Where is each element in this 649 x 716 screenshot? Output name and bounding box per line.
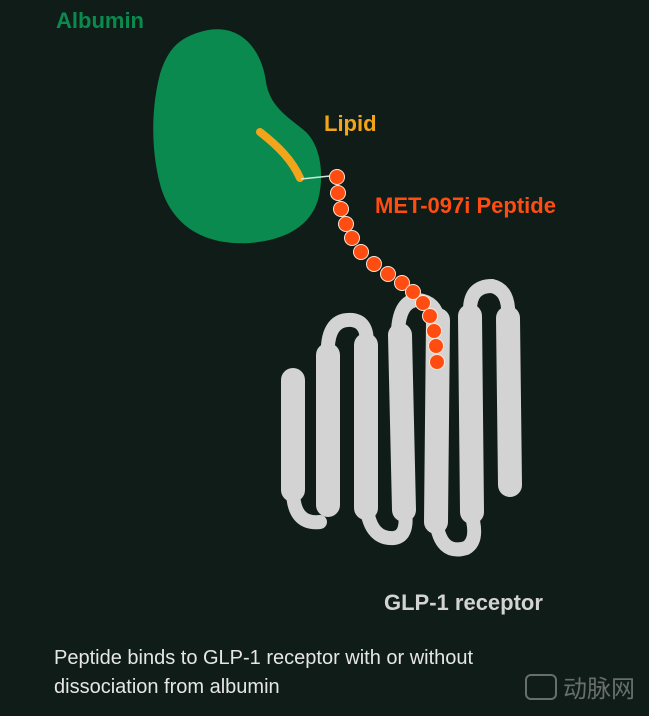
peptide-bead bbox=[366, 256, 382, 272]
receptor-helix-4 bbox=[388, 323, 416, 522]
lipid-chain bbox=[256, 128, 304, 182]
albumin-label: Albumin bbox=[56, 8, 144, 33]
peptide-bead bbox=[344, 230, 360, 246]
peptide-bead bbox=[333, 201, 349, 217]
peptide-bead bbox=[429, 354, 445, 370]
caption: Peptide binds to GLP-1 receptor with or … bbox=[54, 647, 474, 698]
receptor-loop bbox=[463, 278, 516, 325]
peptide-bead bbox=[426, 323, 442, 339]
albumin-shape bbox=[153, 29, 322, 244]
peptide-bead bbox=[428, 338, 444, 354]
watermark-logo-icon bbox=[525, 673, 557, 700]
receptor-helix-6 bbox=[458, 304, 484, 524]
peptide-bead bbox=[329, 169, 345, 185]
peptide-bead bbox=[330, 185, 346, 201]
watermark: 动脉网 bbox=[525, 669, 635, 704]
peptide-bead bbox=[405, 284, 421, 300]
receptor-label: GLP-1 receptor bbox=[384, 590, 543, 615]
peptide-chain bbox=[329, 169, 445, 370]
peptide-bead bbox=[415, 295, 431, 311]
glp1-receptor bbox=[281, 278, 522, 557]
lipid-label: Lipid bbox=[324, 111, 377, 136]
receptor-loop bbox=[429, 503, 482, 557]
peptide-bead bbox=[338, 216, 354, 232]
peptide-bead bbox=[394, 275, 410, 291]
watermark-text: 动脉网 bbox=[563, 675, 635, 703]
receptor-helix-7 bbox=[496, 306, 522, 497]
peptide-label: MET-097i Peptide bbox=[375, 193, 556, 218]
peptide-bead bbox=[380, 266, 396, 282]
lipid-link bbox=[300, 175, 331, 180]
peptide-bead bbox=[353, 244, 369, 260]
peptide-bead bbox=[422, 308, 438, 324]
